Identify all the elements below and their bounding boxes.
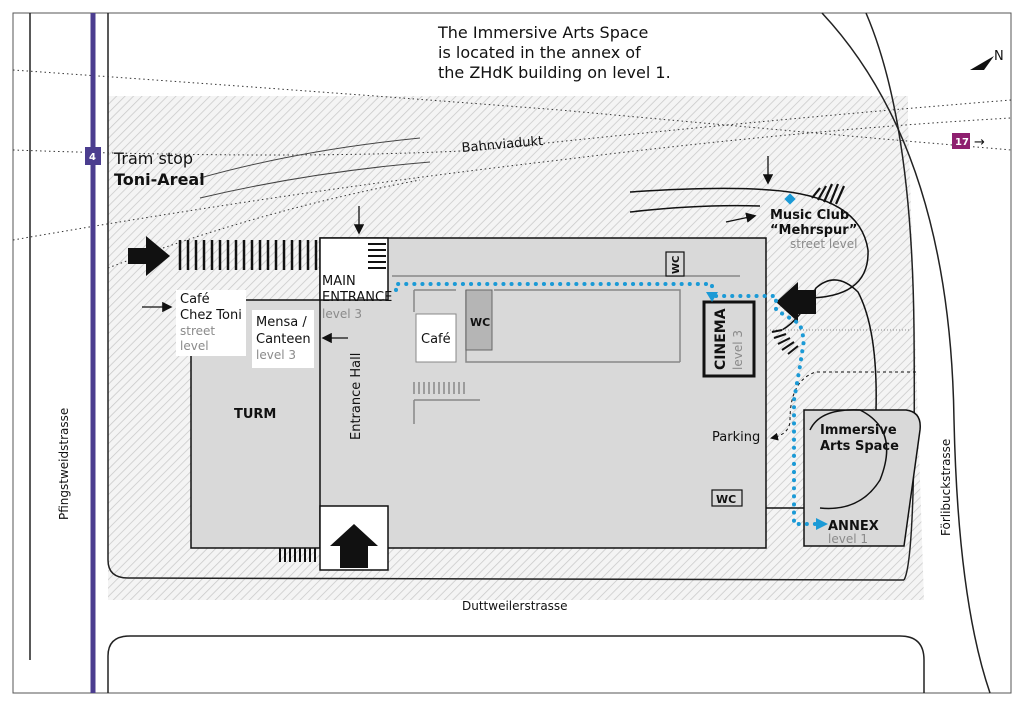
route-path <box>394 282 818 526</box>
cafe-label: Café <box>421 332 451 347</box>
wc-box-bottom <box>711 489 743 507</box>
music-club-level: street level <box>790 237 857 251</box>
ramp-loop-upper-inner <box>629 204 761 213</box>
entrance-hall-label: Entrance Hall <box>349 353 364 440</box>
street-east: Förlibuckstrasse <box>939 439 953 536</box>
wc-center-label: WC <box>470 316 490 329</box>
street-west: Pfingstweidstrasse <box>57 408 71 520</box>
bus-line-badge <box>952 133 970 149</box>
road-east-inner <box>865 12 916 581</box>
wc-top-label: WC <box>671 256 682 274</box>
cafe-chez-label-1: Café <box>180 292 210 307</box>
cafe-chez-level-2: level <box>180 339 209 353</box>
main-entrance-label-2: ENTRANCE <box>322 290 392 305</box>
street-south: Duttweilerstrasse <box>462 599 568 613</box>
block-south <box>107 635 925 693</box>
ramp-loop-upper <box>629 187 869 299</box>
wc-box-top <box>665 251 685 277</box>
intro-line-1: The Immersive Arts Space <box>437 23 648 42</box>
ias-label-2: Arts Space <box>820 439 899 454</box>
ias-label-1: Immersive <box>820 423 897 438</box>
ias-loop <box>809 409 888 510</box>
wc-box-center <box>465 289 493 351</box>
annex-label: ANNEX <box>828 519 879 534</box>
east-entry-arrow <box>776 282 816 322</box>
music-club-label-2: “Mehrspur” <box>770 223 857 238</box>
tram-line-number: 4 <box>89 152 96 163</box>
mensa-box <box>252 310 314 368</box>
cafe-chez-level-1: street <box>180 324 215 338</box>
cinema-label: CINEMA <box>713 308 729 370</box>
bus-arrow: → <box>974 135 985 150</box>
bus-stop-marker: 17 → <box>952 133 985 150</box>
tram-stop-marker: 4 Tram stop Toni-Areal <box>85 147 205 189</box>
main-entrance-label-1: MAIN <box>322 274 356 289</box>
cafe-box <box>415 313 457 363</box>
cafe-chez-label-2: Chez Toni <box>180 308 242 323</box>
music-club-arrow-left <box>725 212 757 223</box>
intro-line-3: the ZHdK building on level 1. <box>438 63 671 82</box>
west-entry-stairs <box>178 240 318 270</box>
viaduct-line-4 <box>107 179 421 269</box>
intro-line-2: is located in the annex of <box>438 43 641 62</box>
mensa-label-2: Canteen <box>256 332 311 347</box>
music-club-label-1: Music Club <box>770 208 849 223</box>
music-club-marker <box>784 193 796 205</box>
annex-level: level 1 <box>828 532 868 546</box>
bus-line-number: 17 <box>955 137 969 148</box>
mensa-level: level 3 <box>256 348 296 362</box>
tram-stop-name: Toni-Areal <box>114 170 205 189</box>
main-entrance-level: level 3 <box>322 307 362 321</box>
tram-stop-label: Tram stop <box>113 149 193 168</box>
south-entrance-arrow <box>330 524 378 568</box>
north-compass: N <box>970 49 1004 70</box>
compass-label: N <box>994 49 1004 64</box>
west-entry-arrow <box>128 236 170 276</box>
route-arrow-cinema <box>706 292 718 302</box>
tram-curve-1 <box>199 137 421 179</box>
annex-building <box>766 409 921 547</box>
music-club-stairs <box>811 183 846 205</box>
main-building <box>176 237 767 571</box>
tram-curve-2 <box>199 161 431 199</box>
road-east-outer <box>821 12 991 694</box>
mensa-label-1: Mensa / <box>256 315 307 330</box>
cinema-box <box>702 300 756 378</box>
parking-dash-line <box>770 371 916 441</box>
cinema-level: level 3 <box>731 330 745 370</box>
cafe-chez-toni-box <box>176 290 246 356</box>
block-inner-west <box>107 13 905 581</box>
wc-bottom-label: WC <box>716 493 736 506</box>
tram-line-badge <box>85 147 101 165</box>
viaduct-line-1 <box>12 69 1012 151</box>
turm-label: TURM <box>234 407 276 422</box>
parking-label: Parking <box>712 430 760 445</box>
cinema-stairs <box>771 329 799 355</box>
bahnviadukt-label: Bahnviadukt <box>461 134 544 156</box>
route-arrow-annex <box>816 518 828 530</box>
